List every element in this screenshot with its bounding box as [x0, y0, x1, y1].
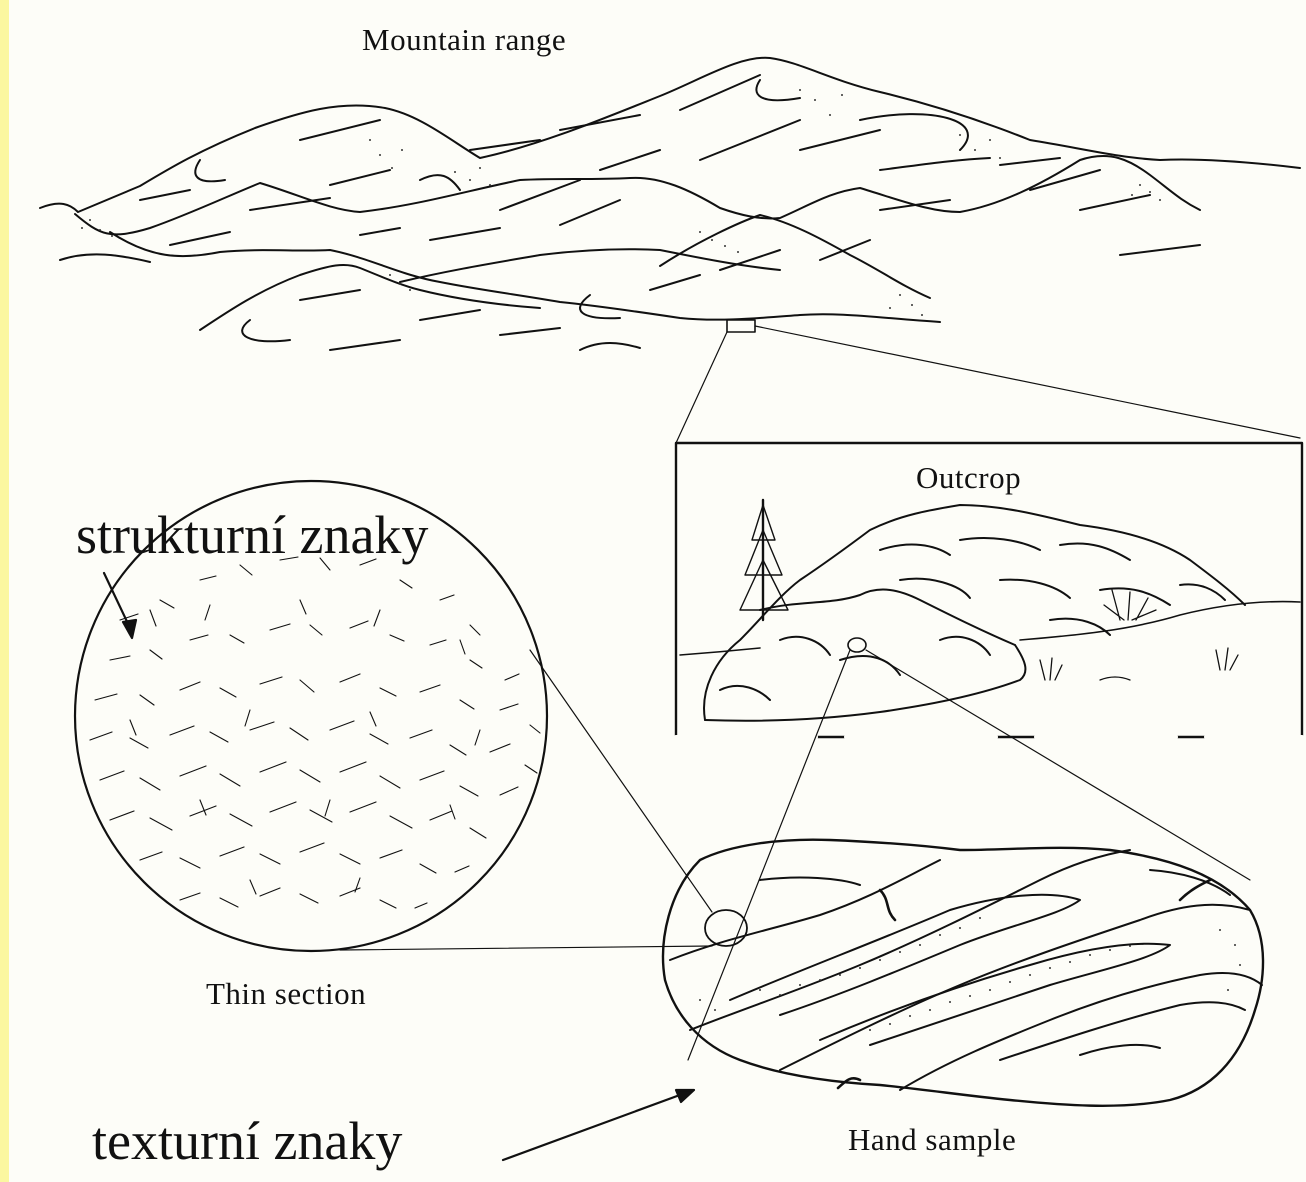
- annotation-arrows: [102, 571, 696, 1162]
- strukturni-znaky-label: strukturní znaky: [76, 505, 429, 565]
- mountain-range-label: Mountain range: [362, 22, 567, 57]
- texturni-znaky-label: texturní znaky: [92, 1111, 403, 1171]
- texturni-arrow: [501, 1090, 690, 1162]
- hand-sample-drawing: [661, 838, 1265, 1107]
- zoom-lines-outcrop: [675, 325, 1301, 444]
- hand-sample-location-marker: [847, 637, 867, 653]
- thin-section-drawing: [73, 479, 549, 953]
- zoom-lines-hand-sample: [687, 649, 1251, 1061]
- page-edge-stripe: [0, 0, 9, 1182]
- thin-section-mineral-grains: [89, 556, 541, 909]
- hand-sample-stipple: [699, 917, 1241, 1031]
- texturni-arrow-head: [674, 1088, 696, 1104]
- outcrop-label: Outcrop: [916, 460, 1022, 495]
- strukturni-arrow-head: [121, 618, 138, 640]
- thin-section-label: Thin section: [206, 976, 367, 1011]
- zoom-lines-thin-section: [339, 649, 713, 951]
- outcrop-drawing: [674, 441, 1304, 739]
- outcrop-location-marker: [726, 319, 756, 333]
- thin-section-location-marker: [704, 909, 748, 947]
- mountain-range-drawing: [39, 56, 1301, 351]
- hand-sample-label: Hand sample: [848, 1122, 1017, 1157]
- mountain-stipple: [81, 89, 1161, 316]
